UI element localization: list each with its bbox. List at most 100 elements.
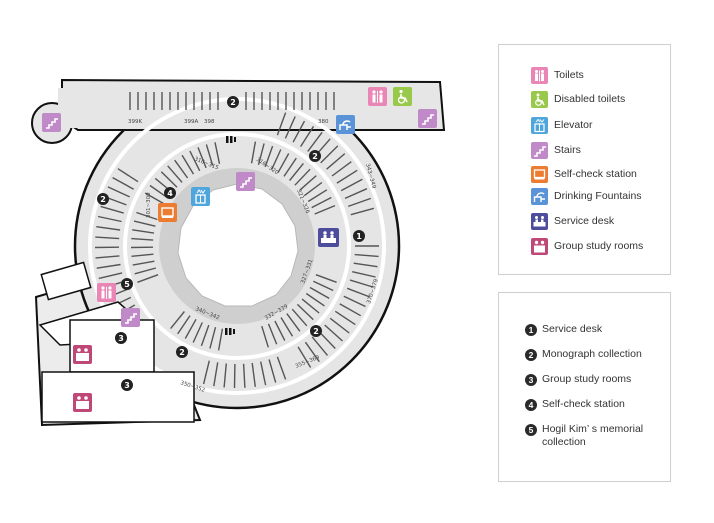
svg-text:3: 3 — [118, 334, 124, 343]
shelf-line — [202, 360, 210, 385]
floor-map: 399K 399A 398 380 310~315 316~320 321~32… — [31, 78, 446, 427]
shelf-line — [347, 197, 372, 208]
area-marker: 2 — [97, 193, 109, 205]
group-study-icon — [73, 393, 92, 412]
facility-legend: Toilets Disabled toilets Elevator Stairs… — [498, 44, 671, 275]
area-marker: 2 — [176, 346, 188, 358]
shelf-line — [320, 145, 339, 164]
shelf-line — [271, 149, 282, 170]
shelf-line — [289, 162, 304, 181]
shelf-line — [311, 196, 332, 209]
shelf-line — [346, 287, 370, 298]
svg-text:2: 2 — [313, 327, 319, 336]
shelf-line — [284, 116, 296, 139]
shelf-line — [354, 253, 379, 258]
bookshelves — [94, 112, 379, 389]
toilets-icon — [531, 66, 548, 84]
shelf-line — [100, 205, 124, 214]
shelf-line — [137, 274, 159, 283]
shelf-line — [297, 346, 312, 368]
area-markers: 2 2 2 1 4 5 3 3 2 2 — [97, 96, 365, 391]
svg-text:1: 1 — [356, 232, 362, 241]
shelf-line — [350, 207, 375, 216]
shelf-line — [314, 204, 336, 215]
shelf-line — [276, 112, 287, 136]
shelf-line — [136, 211, 158, 221]
shelf-line — [300, 126, 315, 147]
shelf-line — [257, 143, 265, 165]
shelf-line — [324, 324, 343, 342]
area-marker: 1 — [353, 230, 365, 242]
shelf-line — [339, 303, 362, 317]
legend-area-2: 2 Monograph collection — [525, 348, 665, 361]
shelf-line — [349, 279, 374, 288]
shelf-label-301-309: 301~309 — [146, 192, 152, 218]
legend-item-service-desk: Service desk — [531, 212, 614, 230]
service-desk-icon — [318, 228, 339, 247]
shelf-line — [336, 169, 358, 184]
stairs-icon — [121, 308, 140, 327]
shelf-line — [250, 141, 257, 164]
shelf-line — [209, 327, 217, 349]
shelf-line — [134, 267, 157, 275]
legend-item-group-study: Group study rooms — [531, 237, 643, 255]
service-desk-icon — [531, 212, 548, 230]
shelf-line — [189, 150, 201, 172]
wing-rooms — [38, 261, 195, 423]
shelf-line — [160, 171, 178, 188]
shelf-label-398: 398 — [204, 119, 215, 125]
area-marker: 2 — [227, 96, 239, 108]
shelf-line — [197, 147, 207, 169]
shelf-line — [242, 363, 246, 388]
shelf-line — [340, 178, 363, 192]
shelf-line — [214, 142, 221, 164]
self-check-icon — [158, 203, 177, 222]
shelf-line — [181, 154, 195, 175]
shelf-line — [309, 286, 330, 300]
shelf-line — [283, 157, 297, 177]
shelf-line — [223, 363, 227, 388]
area-legend: 1 Service desk 2 Monograph collection 3 … — [498, 292, 671, 482]
shelf-line — [329, 317, 350, 334]
wheelchair-icon — [393, 87, 412, 106]
shelf-line — [260, 361, 267, 386]
shelf-line — [107, 186, 130, 198]
legend-item-self-check: Self-check station — [531, 165, 637, 183]
mid-ring — [123, 132, 351, 360]
area-marker: 5 — [121, 278, 133, 290]
shelf-line — [303, 181, 323, 197]
shelf-line — [205, 144, 214, 166]
shelf-line — [95, 255, 120, 259]
shelf-line — [132, 229, 155, 234]
shelf-line — [112, 176, 134, 190]
elevator-icon — [191, 187, 210, 206]
stairs-icon — [42, 113, 61, 132]
svg-text:5: 5 — [124, 280, 130, 289]
study-room-2 — [41, 371, 195, 423]
shelf-line — [334, 310, 356, 326]
shelf-label-399k: 399K — [128, 119, 142, 125]
shelf-line — [313, 280, 334, 292]
shelf-line — [311, 336, 329, 356]
area-marker: 2 — [309, 150, 321, 162]
shelf-label-399a: 399A — [184, 119, 198, 125]
shelf-line — [177, 315, 191, 335]
area-marker: 3 — [115, 332, 127, 344]
area-marker: 2 — [310, 325, 322, 337]
group-study-icon — [73, 345, 92, 364]
group-study-icon — [531, 237, 548, 255]
shelf-line — [344, 188, 368, 200]
legend-item-elevator: Elevator — [531, 116, 593, 134]
legend-area-5: 5 Hogil Kim’ s memorial collection — [525, 423, 665, 449]
pillars — [225, 136, 236, 335]
shelf-line — [331, 161, 352, 177]
stairs-icon — [531, 141, 548, 159]
shelf-line — [296, 303, 314, 321]
shelf-line — [192, 322, 203, 343]
shelf-line — [291, 308, 308, 327]
svg-text:2: 2 — [230, 98, 236, 107]
shelf-line — [96, 263, 121, 269]
shelf-line — [286, 313, 301, 332]
svg-text:4: 4 — [167, 189, 173, 198]
shelf-line — [97, 215, 122, 223]
